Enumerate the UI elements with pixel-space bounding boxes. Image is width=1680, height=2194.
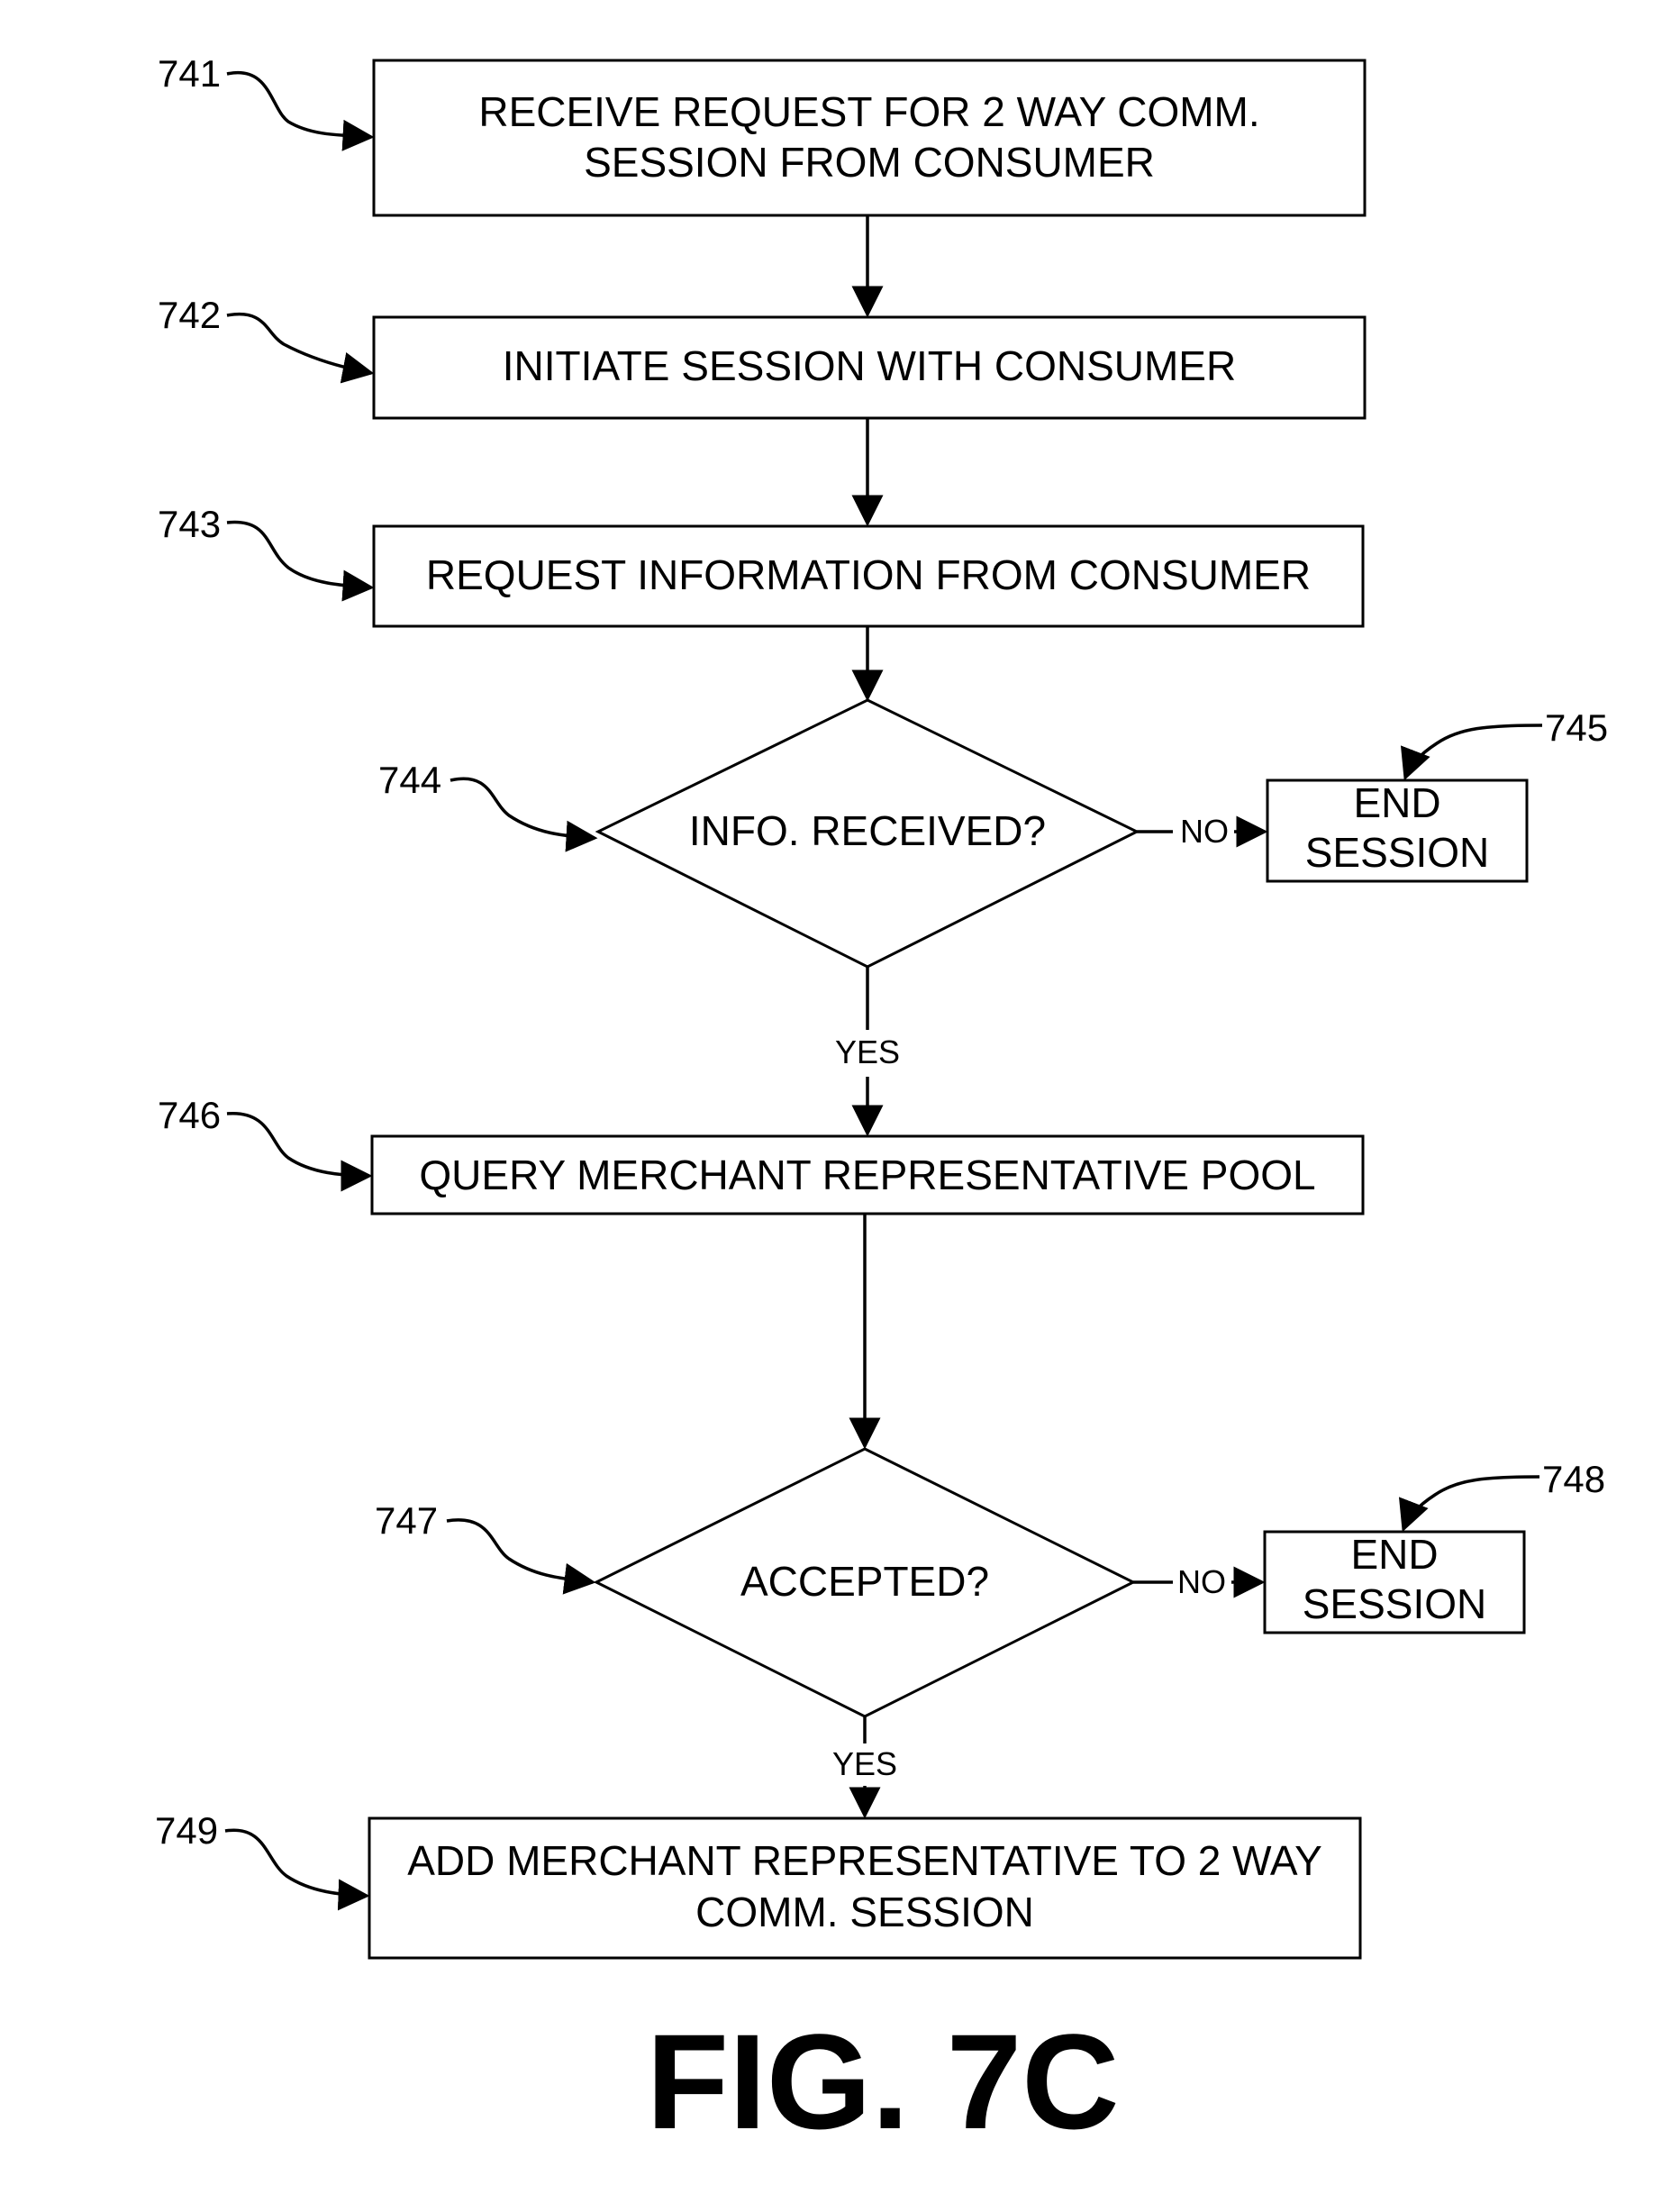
step-745: END SESSION 745 [1267,706,1608,881]
step-745-ref: 745 [1545,706,1608,749]
decision-744-text: INFO. RECEIVED? [689,807,1046,854]
decision-744-leader [450,778,595,838]
step-748-text-line1: END [1350,1531,1438,1578]
step-746-ref: 746 [158,1094,221,1136]
step-748-ref: 748 [1542,1458,1605,1500]
step-745-leader [1405,725,1542,778]
step-743: REQUEST INFORMATION FROM CONSUMER 743 [158,503,1363,626]
step-746: QUERY MERCHANT REPRESENTATIVE POOL 746 [158,1094,1363,1214]
step-749: ADD MERCHANT REPRESENTATIVE TO 2 WAY COM… [155,1809,1360,1958]
step-742-text-line1: INITIATE SESSION WITH CONSUMER [503,342,1236,389]
decision-744: INFO. RECEIVED? 744 [378,700,1137,967]
step-743-ref: 743 [158,503,221,545]
decision-747-ref: 747 [375,1499,438,1542]
branch-744-yes-label: YES [835,1033,900,1070]
step-742-ref: 742 [158,294,221,336]
step-742: INITIATE SESSION WITH CONSUMER 742 [158,294,1365,418]
decision-744-ref: 744 [378,759,441,801]
decision-747-leader [447,1520,593,1582]
step-749-text-line2: COMM. SESSION [695,1889,1034,1935]
step-749-ref: 749 [155,1809,218,1852]
step-741-leader [227,73,371,137]
step-749-leader [225,1830,367,1896]
step-742-leader [227,314,371,373]
step-746-leader [227,1114,369,1176]
step-741-text-line1: RECEIVE REQUEST FOR 2 WAY COMM. [478,88,1259,135]
branch-747-no-label: NO [1177,1563,1226,1600]
step-746-text-line1: QUERY MERCHANT REPRESENTATIVE POOL [419,1152,1315,1198]
step-743-text-line1: REQUEST INFORMATION FROM CONSUMER [426,551,1311,598]
branch-744-no-label: NO [1180,813,1229,850]
step-748-text-line2: SESSION [1303,1580,1487,1627]
step-745-text-line1: END [1353,779,1440,826]
step-741-text-line2: SESSION FROM CONSUMER [584,139,1155,186]
figure-label: FIG. 7C [646,2006,1119,2157]
step-741-ref: 741 [158,52,221,95]
step-741: RECEIVE REQUEST FOR 2 WAY COMM. SESSION … [158,52,1365,215]
step-745-text-line2: SESSION [1305,829,1490,876]
step-741-box [374,60,1365,215]
step-748: END SESSION 748 [1265,1458,1605,1633]
branch-747-yes-label: YES [832,1745,897,1782]
step-743-leader [227,523,371,587]
decision-747-text: ACCEPTED? [740,1558,989,1605]
step-748-leader [1403,1477,1539,1529]
decision-747: ACCEPTED? 747 [375,1449,1133,1716]
step-749-text-line1: ADD MERCHANT REPRESENTATIVE TO 2 WAY [407,1837,1322,1884]
